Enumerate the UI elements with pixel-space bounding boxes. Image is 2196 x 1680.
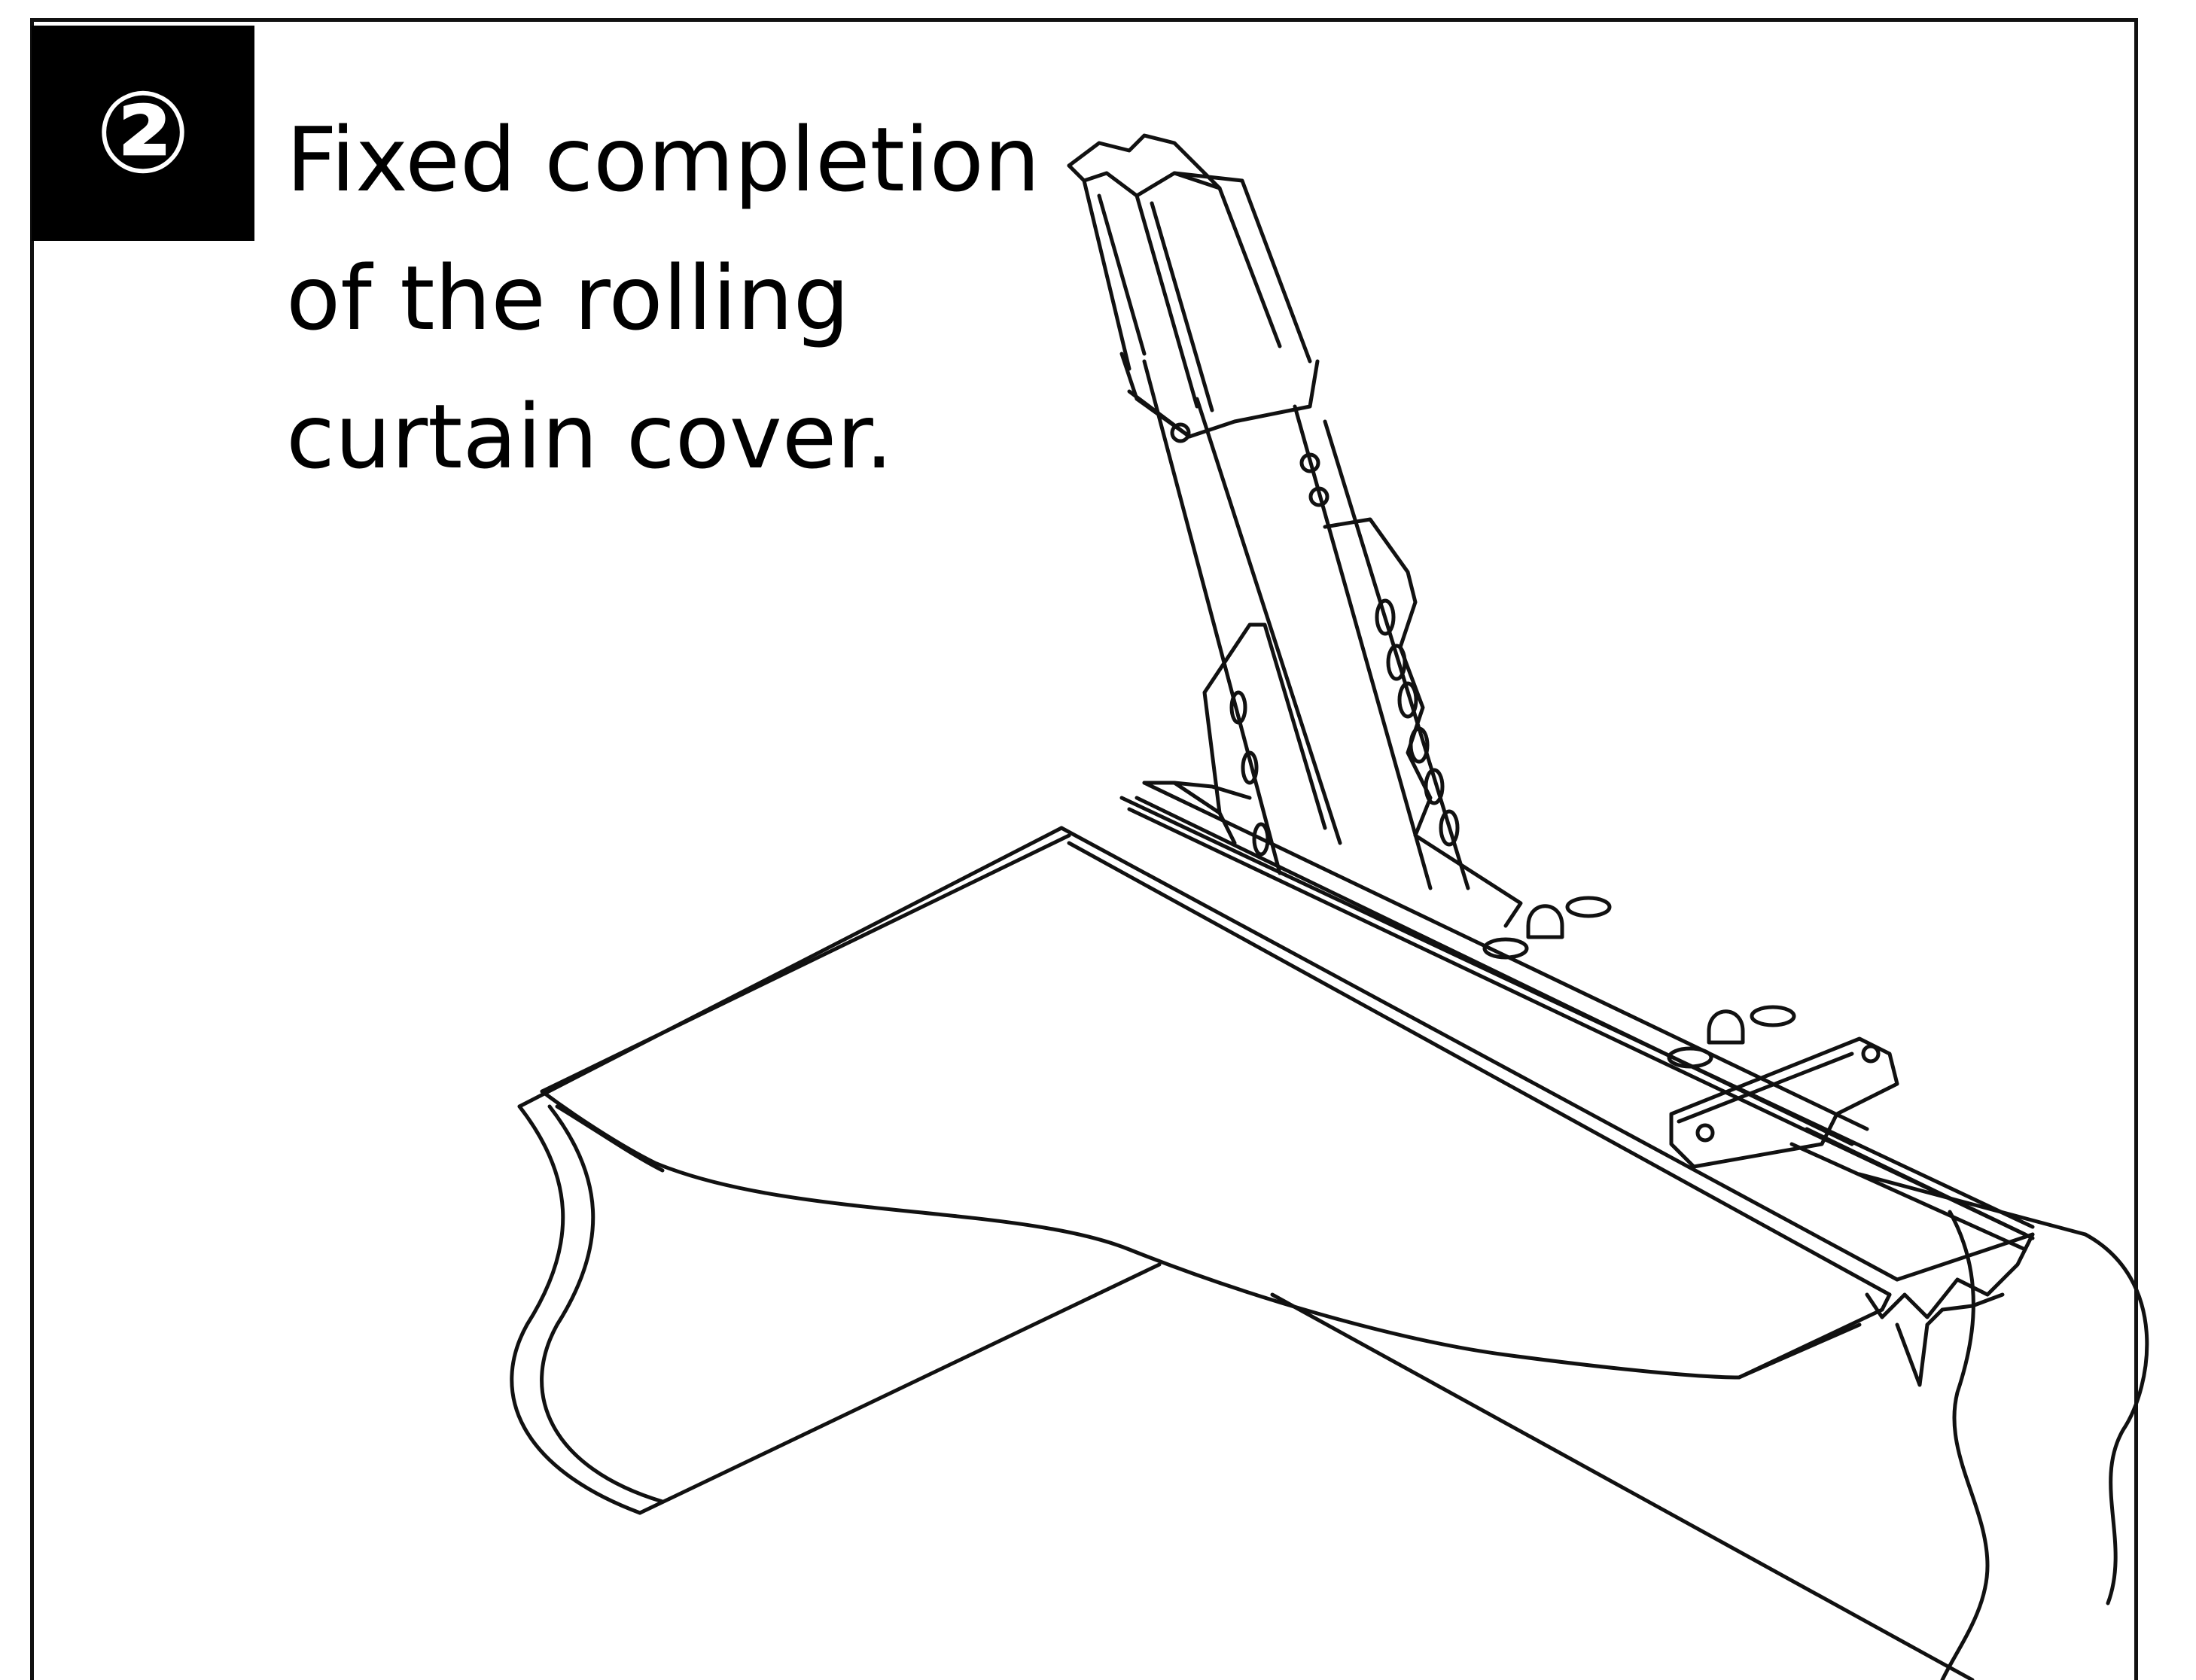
caption-line-2: of the rolling: [286, 246, 850, 350]
mount-base-plate: [1135, 781, 1899, 1169]
step-caption: Fixed completion of the rolling curtain …: [286, 90, 1040, 506]
step-badge: ②: [32, 26, 254, 241]
caption-line-1: Fixed completion: [286, 108, 1040, 212]
curtain-cover-sheet: [517, 826, 1884, 1380]
telescopic-profile: [1067, 133, 1312, 412]
diagram-frame: [30, 18, 2138, 1680]
rail-track: [1059, 796, 2035, 1387]
caption-line-3: curtain cover.: [286, 385, 894, 488]
upright-support-holder: [1119, 352, 1523, 928]
truck-bed-rail: [510, 1104, 2149, 1680]
step-number: ②: [95, 68, 191, 199]
